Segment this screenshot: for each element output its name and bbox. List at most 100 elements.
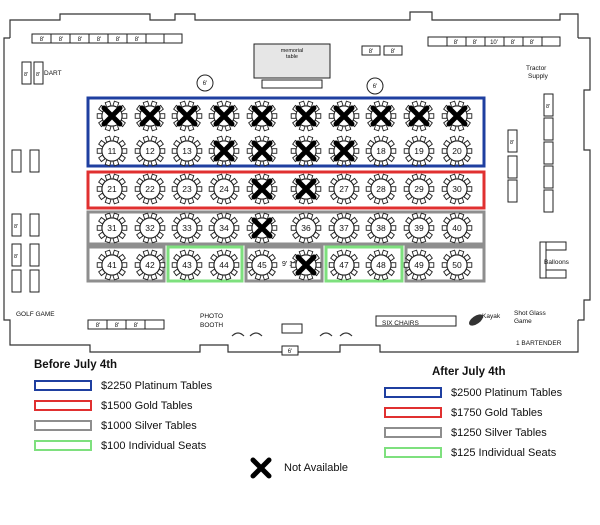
round-table (134, 100, 166, 132)
legend-row: $125 Individual Seats (384, 444, 562, 461)
table-top (213, 254, 235, 276)
svg-text:6': 6' (373, 84, 377, 90)
chair (246, 262, 253, 268)
table-top (139, 140, 161, 162)
table-top (408, 254, 430, 276)
table-number: 38 (376, 223, 386, 233)
x-mark-icon (295, 178, 317, 200)
chair (271, 186, 278, 192)
chair (428, 262, 435, 268)
side-table-label: 8' (40, 37, 44, 43)
x-mark-icon (446, 105, 468, 127)
chair (390, 262, 397, 268)
chair (121, 186, 128, 192)
chair (390, 113, 397, 119)
legend-swatch-silver (34, 420, 92, 431)
table-number: 36 (301, 223, 311, 233)
round-table: 32 (134, 212, 166, 244)
round-table: 31 (96, 212, 128, 244)
photo-booth-label: PHOTO (200, 313, 223, 320)
chair (315, 225, 322, 231)
svg-text:8': 8' (14, 224, 18, 230)
chair (208, 262, 215, 268)
x-mark-icon (251, 105, 273, 127)
chair (403, 186, 410, 192)
round-table: 49 (403, 249, 435, 281)
chair (134, 186, 141, 192)
chair (134, 262, 141, 268)
chair (96, 262, 103, 268)
legend-swatch-platinum (384, 387, 442, 398)
chair (196, 225, 203, 231)
silver-box-row4 (86, 210, 486, 246)
round-table: 18 (365, 135, 397, 167)
chair (290, 225, 297, 231)
round-table (290, 173, 322, 205)
kayak-icon (469, 314, 483, 326)
table-top (408, 217, 430, 239)
chair (271, 113, 278, 119)
side-table-label: 8' (530, 40, 534, 46)
chair (466, 262, 473, 268)
round-table: 13 (171, 135, 203, 167)
dart-label: DART (44, 70, 62, 77)
chair (403, 113, 410, 119)
legend-swatch-silver (384, 427, 442, 438)
chair (208, 225, 215, 231)
x-mark-icon (251, 140, 273, 162)
side-table-label: 8' (369, 49, 373, 55)
x-mark-icon (370, 105, 392, 127)
memorial-table: memorial table (253, 43, 331, 89)
round-table (208, 100, 240, 132)
legend-after-title: After July 4th (432, 366, 506, 378)
round-table: 29 (403, 173, 435, 205)
svg-text:8': 8' (24, 72, 28, 78)
chair (466, 186, 473, 192)
chair (246, 225, 253, 231)
table-top (101, 254, 123, 276)
chair (233, 186, 240, 192)
round-table (171, 100, 203, 132)
chair (159, 262, 166, 268)
chair (96, 186, 103, 192)
chair (441, 186, 448, 192)
chair (271, 148, 278, 154)
round-table: 48 (365, 249, 397, 281)
legend-label: $100 Individual Seats (101, 439, 207, 452)
chair (428, 225, 435, 231)
legend-swatch-individual (34, 440, 92, 451)
table-top (370, 254, 392, 276)
chair (328, 262, 335, 268)
table-top (176, 178, 198, 200)
tractor-supply-label: Tractor (526, 65, 547, 72)
table-number: 32 (145, 223, 155, 233)
table-number: 12 (145, 146, 155, 156)
table-number: 41 (107, 260, 117, 270)
side-table-label: 8' (116, 37, 120, 43)
legend-swatch-gold (34, 400, 92, 411)
table-top (251, 254, 273, 276)
table-top (446, 254, 468, 276)
chair (441, 148, 448, 154)
round-table: 45 (246, 249, 278, 281)
side-table-label: 8' (78, 37, 82, 43)
table-top (101, 217, 123, 239)
side-table-label: 8' (97, 37, 101, 43)
table-top (446, 217, 468, 239)
svg-text:8': 8' (510, 140, 514, 146)
chair (390, 148, 397, 154)
chair (121, 113, 128, 119)
table-top (176, 140, 198, 162)
table-top (213, 217, 235, 239)
legend-label: $2500 Platinum Tables (451, 386, 563, 399)
table-number: 31 (107, 223, 117, 233)
round-table (290, 249, 322, 281)
x-mark-icon (295, 254, 317, 276)
svg-text:8': 8' (14, 254, 18, 260)
table-number: 27 (339, 184, 349, 194)
chair (246, 186, 253, 192)
chair (365, 186, 372, 192)
chair (315, 262, 322, 268)
x-mark-icon (213, 140, 235, 162)
